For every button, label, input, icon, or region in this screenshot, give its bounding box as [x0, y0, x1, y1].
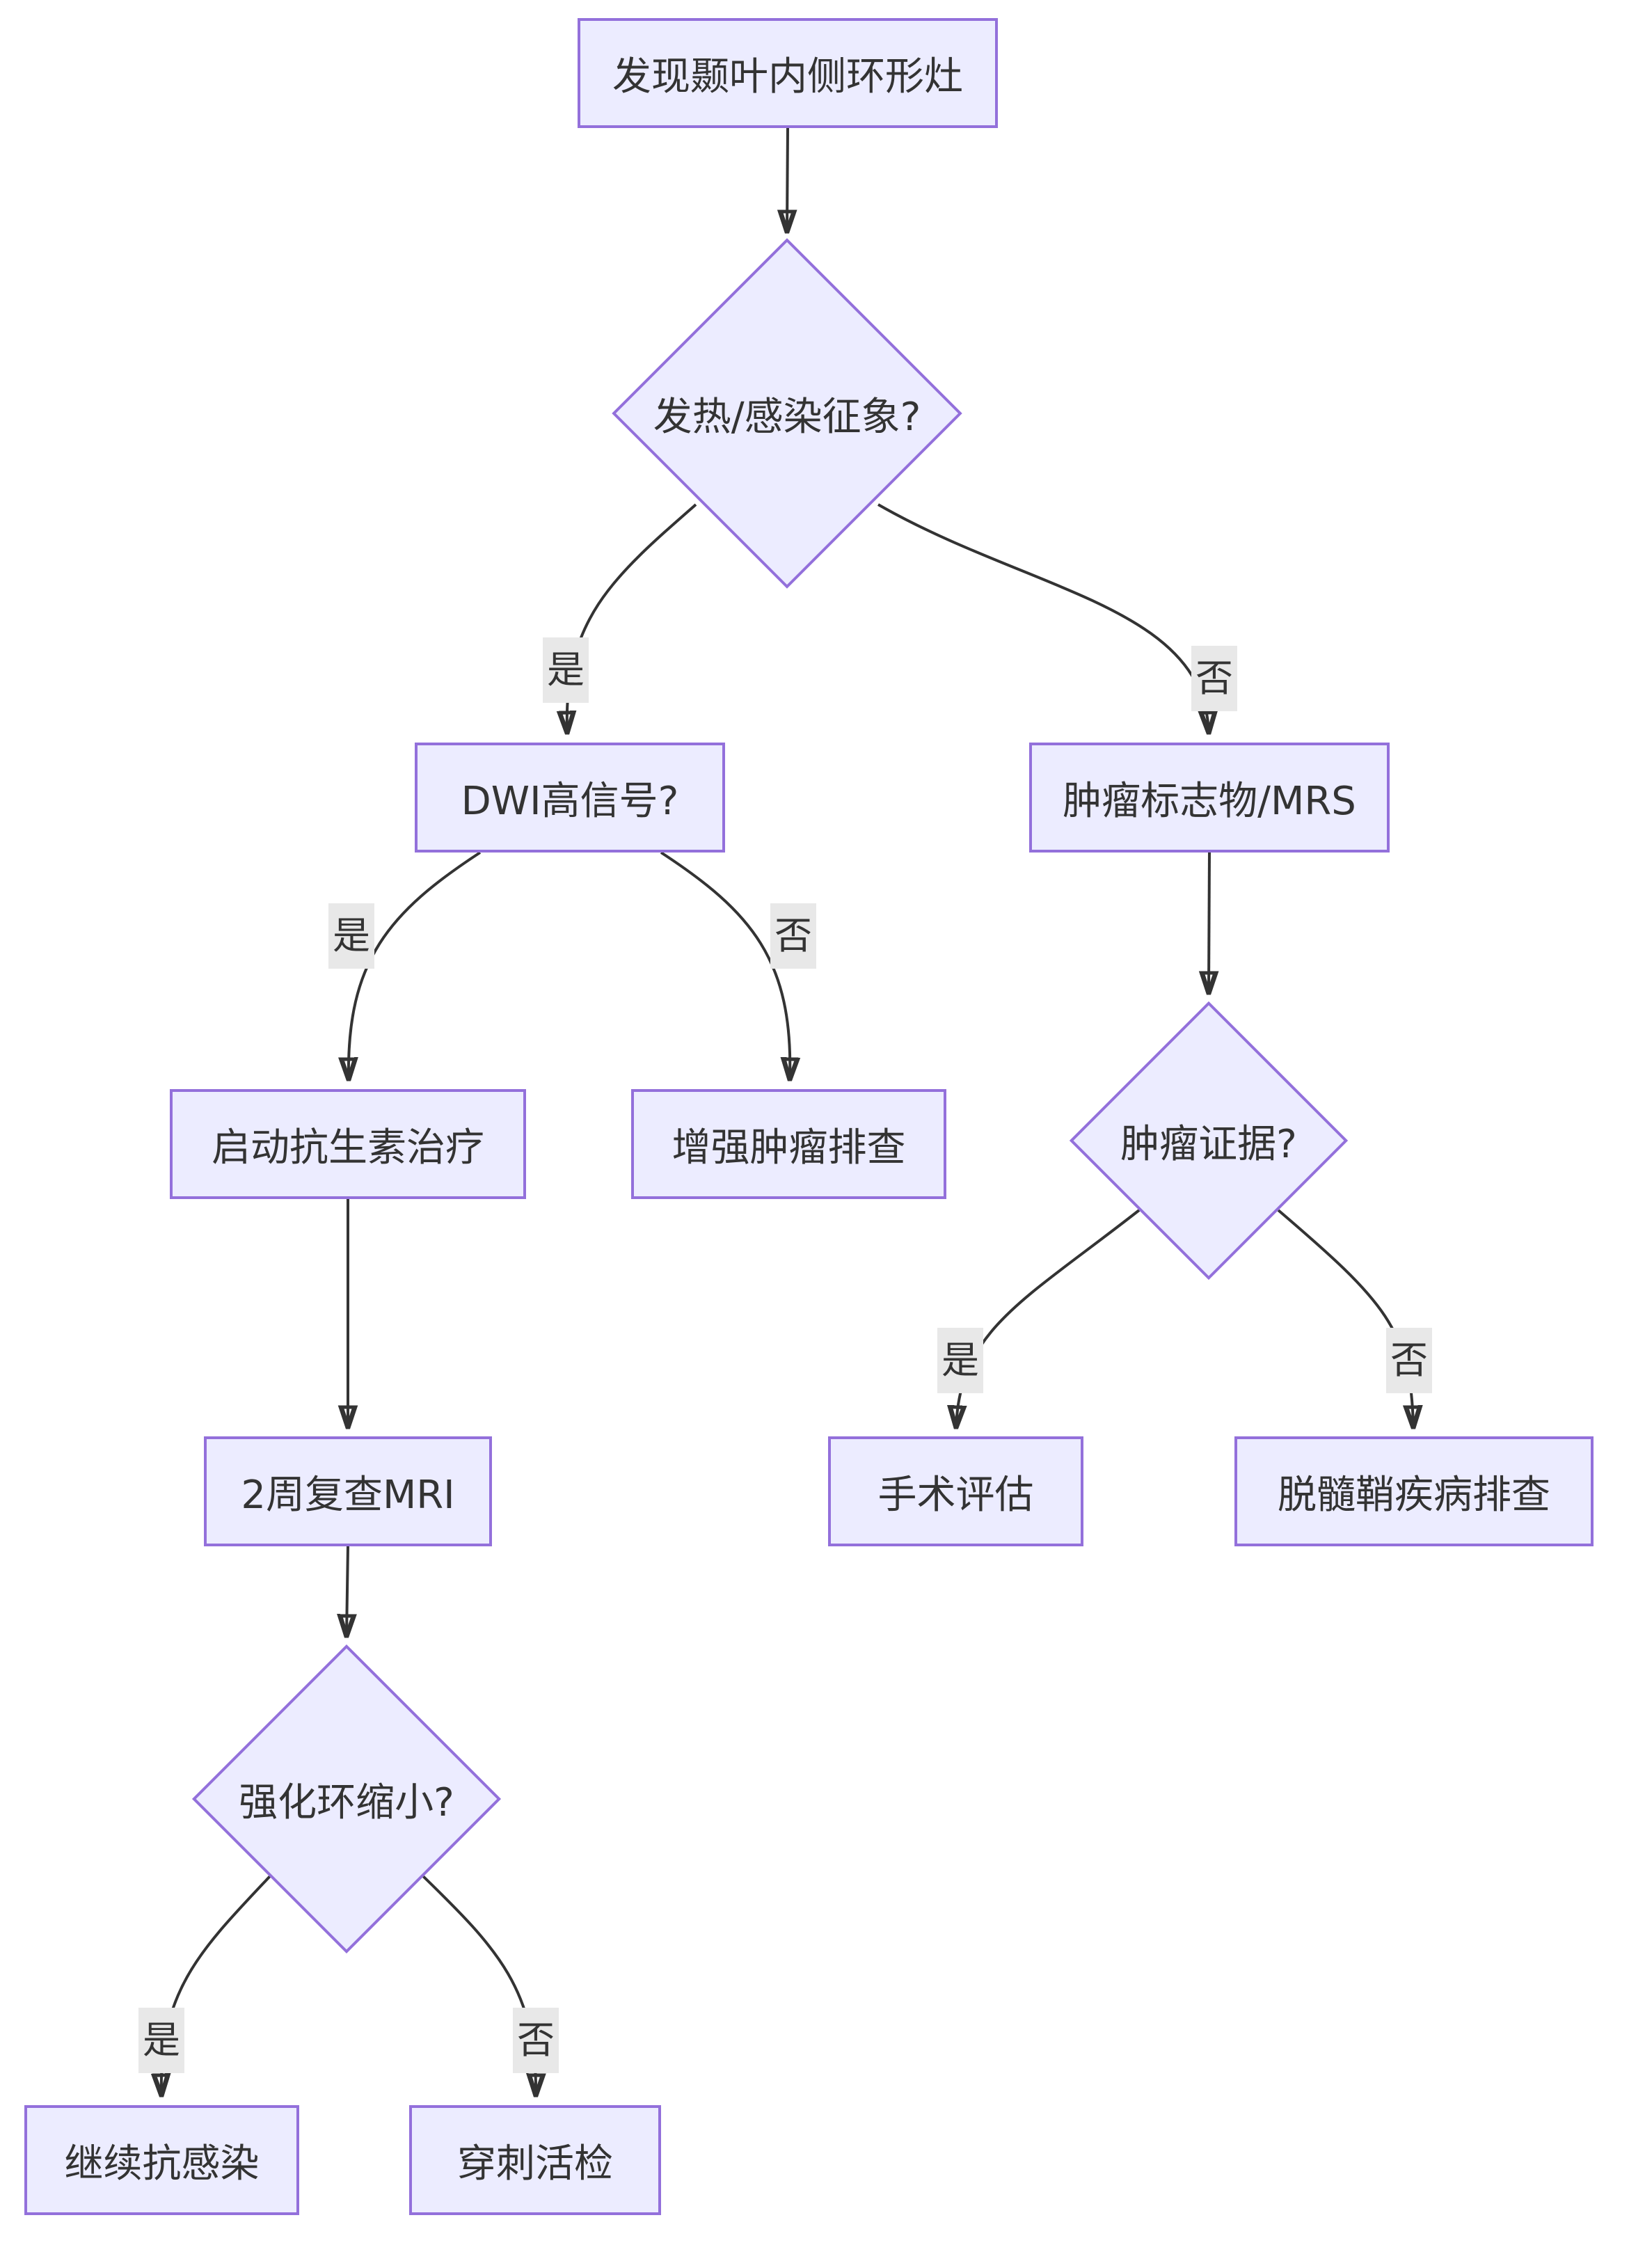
node-continue-abx: 继续抗感染 [24, 2105, 299, 2215]
edge-label-yes: 是 [543, 637, 589, 704]
node-markers-label: 肿瘤标志物/MRS [1063, 778, 1356, 824]
node-tumor-evidence-label: 肿瘤证据? [1120, 1121, 1297, 1167]
node-tumor-workup: 增强肿瘤排查 [631, 1089, 946, 1199]
node-mri-2w-label: 2周复查MRI [241, 1472, 455, 1518]
node-dwi: DWI高信号? [415, 743, 725, 853]
node-fever-label: 发热/感染征象? [653, 394, 921, 440]
node-surgery-label: 手术评估 [877, 1472, 1034, 1518]
node-antibiotics: 启动抗生素治疗 [170, 1089, 526, 1199]
node-ring-shrink: 强化环缩小? [191, 1644, 502, 1954]
node-tumor-workup-label: 增强肿瘤排查 [672, 1125, 906, 1171]
node-markers: 肿瘤标志物/MRS [1029, 743, 1390, 853]
edge-label-no: 否 [1191, 645, 1237, 712]
node-demyelination: 脱髓鞘疾病排查 [1234, 1436, 1594, 1546]
edge-label-yes: 是 [328, 903, 374, 969]
node-antibiotics-label: 启动抗生素治疗 [212, 1125, 484, 1171]
edge-label-yes: 是 [138, 2007, 184, 2074]
edge-label-no: 否 [513, 2007, 559, 2074]
edge-label-no: 否 [1386, 1327, 1432, 1394]
edge-mri2w-ring-shrink [347, 1546, 348, 1635]
node-start-label: 发现颞叶内侧环形灶 [612, 54, 963, 100]
node-tumor-evidence: 肿瘤证据? [1069, 1001, 1349, 1280]
node-start: 发现颞叶内侧环形灶 [578, 18, 998, 128]
node-biopsy: 穿刺活检 [409, 2105, 661, 2215]
node-surgery: 手术评估 [828, 1436, 1083, 1546]
node-biopsy-label: 穿刺活检 [457, 2141, 613, 2187]
node-continue-abx-label: 继续抗感染 [64, 2141, 260, 2187]
node-fever: 发热/感染征象? [612, 238, 962, 589]
edge-dwi-tumor-workup [660, 851, 790, 1079]
edge-dwi-antibiotics [349, 851, 482, 1079]
node-dwi-label: DWI高信号? [461, 778, 679, 824]
node-mri-2w: 2周复查MRI [204, 1436, 492, 1546]
node-demyelination-label: 脱髓鞘疾病排查 [1278, 1472, 1550, 1518]
node-ring-shrink-label: 强化环缩小? [239, 1779, 454, 1825]
edge-label-yes: 是 [937, 1327, 983, 1394]
edge-start-fever [787, 127, 788, 231]
edge-label-no: 否 [770, 903, 816, 969]
